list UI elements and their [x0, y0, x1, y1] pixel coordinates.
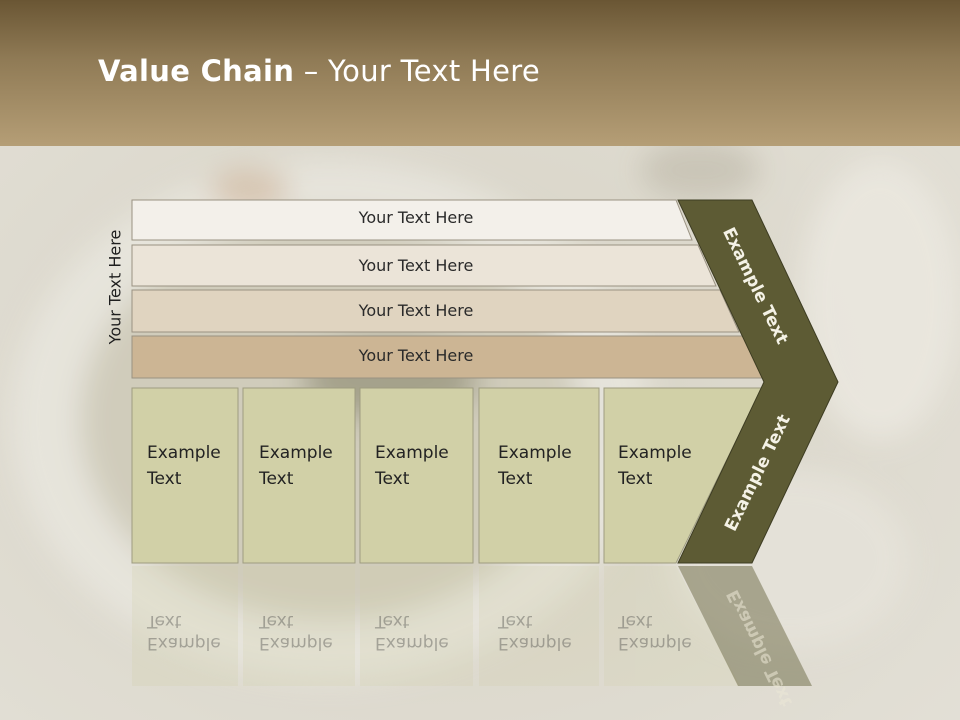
- box-label-1-line1: Example: [147, 443, 221, 463]
- chevron-reflection: [678, 566, 812, 686]
- box-shape-1[interactable]: [131, 387, 239, 564]
- box-shapes: [131, 387, 763, 564]
- box-label-3-line1: Example: [375, 443, 449, 463]
- row-shape-1[interactable]: [131, 199, 693, 241]
- row-label-3: Your Text Here: [358, 301, 474, 320]
- row-label-4: Your Text Here: [358, 346, 474, 365]
- row-shape-2[interactable]: [131, 244, 717, 287]
- box-label-4-line2: Text: [498, 469, 533, 489]
- title-bold: Value Chain: [98, 54, 295, 88]
- box-label-5-line2: Text: [618, 469, 653, 489]
- box-label-3-line2: Text: [375, 469, 410, 489]
- box-label-4-line1: Example: [498, 443, 572, 463]
- row-shapes: [131, 199, 764, 379]
- chevron-shape[interactable]: [677, 199, 839, 564]
- box-label-5-line1: Example: [618, 443, 692, 463]
- row-shape-3[interactable]: [131, 289, 740, 333]
- row-label-1: Your Text Here: [358, 208, 474, 227]
- box-shape-2[interactable]: [242, 387, 356, 564]
- box-label-2-line2: Text: [259, 469, 294, 489]
- box-shape-4[interactable]: [478, 387, 600, 564]
- reflection: [132, 566, 740, 686]
- box-shape-3[interactable]: [359, 387, 474, 564]
- box-label-1-line2: Text: [147, 469, 182, 489]
- box-label-2-line1: Example: [259, 443, 333, 463]
- title-rest: – Your Text Here: [294, 54, 540, 88]
- header-bar: [0, 0, 960, 146]
- row-label-2: Your Text Here: [358, 256, 474, 275]
- box-shape-5[interactable]: [603, 387, 763, 564]
- page-title: Value Chain – Your Text Here: [98, 54, 540, 88]
